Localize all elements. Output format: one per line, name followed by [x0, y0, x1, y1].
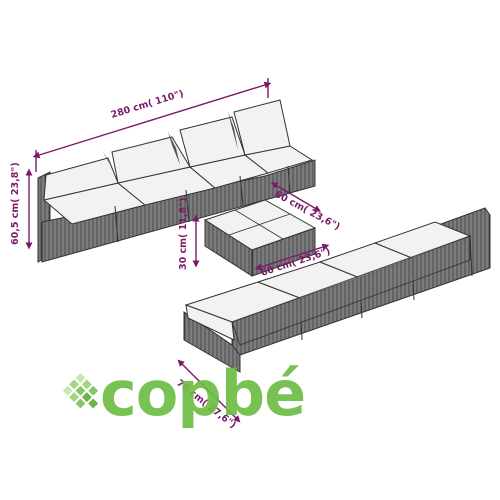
bottom-front-face: [231, 235, 471, 346]
dim-line-seat-depth: [177, 359, 241, 423]
label-height: 60,5 cm( 23,8"): [10, 162, 21, 245]
logo-mark-icon: [62, 373, 99, 409]
label-total-width: 280 cm( 110"): [110, 88, 185, 121]
dim-line-total-width: [32, 81, 272, 159]
dim-line-table-depth: [270, 182, 322, 212]
top-sofa-row: [37, 99, 316, 263]
label-table-height: 30 cm( 11,8"): [178, 198, 189, 270]
logo-wordmark: copbé: [100, 357, 305, 430]
dim-line-table-width: [254, 243, 330, 271]
bottom-sofa-row: [183, 207, 491, 373]
top-back-cushion-4: [233, 99, 291, 156]
brand-logo: copbé: [62, 357, 306, 430]
dimension-lines: [25, 78, 330, 423]
bottom-back-cushion-left: [185, 304, 235, 341]
